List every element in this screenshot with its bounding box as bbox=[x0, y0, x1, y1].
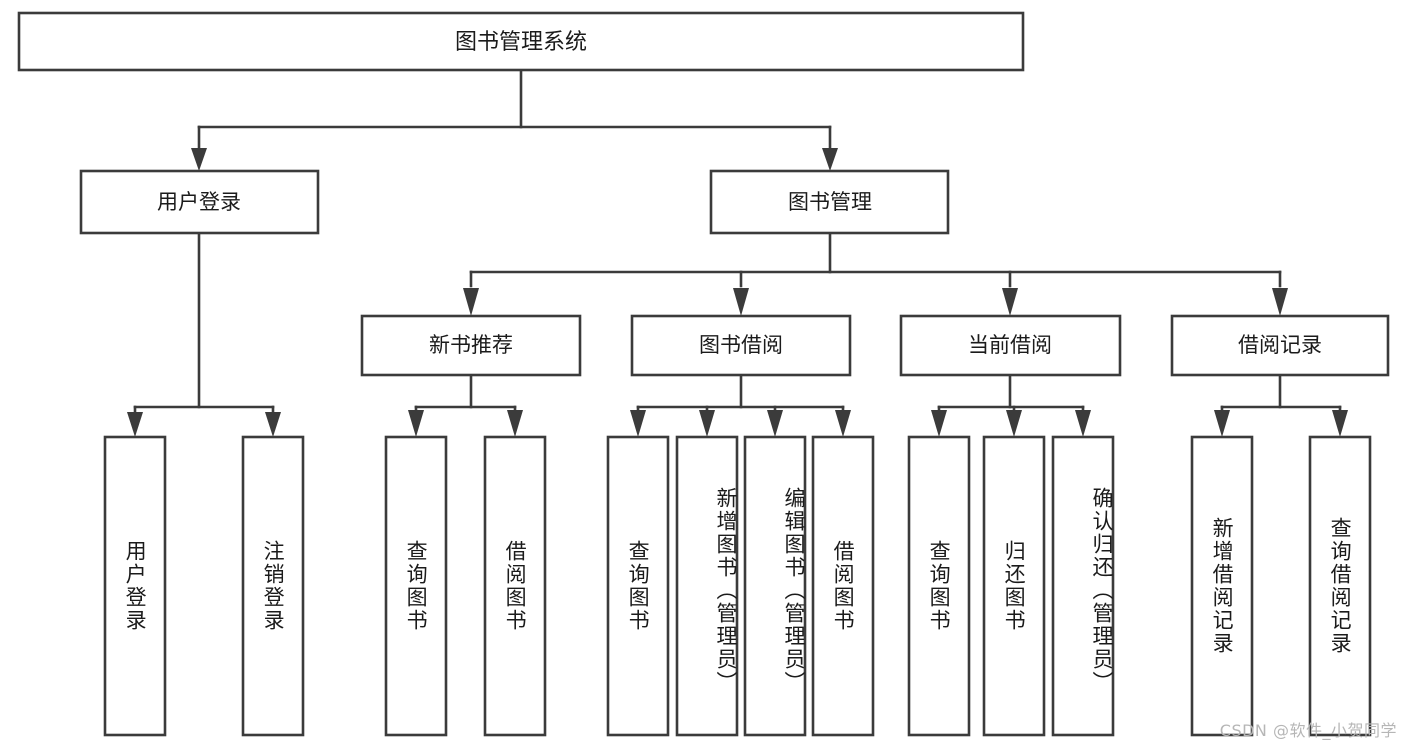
arrow-to-leaf-borrow-book-1 bbox=[507, 410, 523, 437]
node-root[interactable]: 图书管理系统 bbox=[17, 11, 1025, 72]
arrow-to-book-mgmt bbox=[822, 148, 838, 171]
node-current-borrow-label: 当前借阅 bbox=[968, 333, 1052, 357]
leaf-box-layer bbox=[103, 435, 1372, 737]
arrow-to-leaf-edit-book bbox=[767, 410, 783, 437]
leaf-box-add-record[interactable] bbox=[1190, 435, 1254, 737]
node-new-book[interactable]: 新书推荐 bbox=[360, 314, 582, 377]
leaf-box-add-book[interactable] bbox=[675, 435, 739, 737]
arrow-to-leaf-query-book-1 bbox=[408, 410, 424, 437]
node-root-box[interactable] bbox=[17, 11, 1025, 72]
arrow-to-leaf-borrow-book-2 bbox=[835, 410, 851, 437]
leaf-box-query-book-1[interactable] bbox=[384, 435, 448, 737]
node-borrow-record[interactable]: 借阅记录 bbox=[1170, 314, 1390, 377]
leaf-box-confirm-ret[interactable] bbox=[1051, 435, 1115, 737]
node-book-mgmt-label: 图书管理 bbox=[788, 190, 872, 214]
node-book-borrow-label: 图书借阅 bbox=[699, 333, 783, 357]
node-book-mgmt-box[interactable] bbox=[709, 169, 950, 235]
node-user-login-box[interactable] bbox=[79, 169, 320, 235]
arrow-to-leaf-user-login bbox=[127, 412, 143, 437]
node-book-borrow[interactable]: 图书借阅 bbox=[630, 314, 852, 377]
leaf-box-user-login[interactable] bbox=[103, 435, 167, 737]
arrow-to-leaf-query-record bbox=[1332, 410, 1348, 437]
arrow-to-borrow-record bbox=[1272, 288, 1288, 316]
node-new-book-box[interactable] bbox=[360, 314, 582, 377]
leaf-box-edit-book[interactable] bbox=[743, 435, 807, 737]
arrow-to-leaf-add-book bbox=[699, 410, 715, 437]
leaf-box-logout[interactable] bbox=[241, 435, 305, 737]
csdn-watermark: CSDN @软件_小贺同学 bbox=[1219, 721, 1397, 740]
leaf-box-return-book[interactable] bbox=[982, 435, 1046, 737]
leaf-box-query-book-3[interactable] bbox=[907, 435, 971, 737]
leaf-box-query-record[interactable] bbox=[1308, 435, 1372, 737]
arrow-to-leaf-query-book-2 bbox=[630, 410, 646, 437]
node-borrow-record-label: 借阅记录 bbox=[1238, 333, 1322, 357]
node-layer: 图书管理系统 用户登录 图书管理 新书推荐 图书借阅 bbox=[17, 11, 1390, 737]
leaf-box-borrow-book-1[interactable] bbox=[483, 435, 547, 737]
node-new-book-label: 新书推荐 bbox=[429, 333, 513, 357]
arrow-to-current-borrow bbox=[1002, 288, 1018, 316]
node-user-login-label: 用户登录 bbox=[157, 190, 241, 214]
arrow-to-leaf-logout bbox=[265, 412, 281, 437]
arrow-to-new-book bbox=[463, 288, 479, 316]
node-book-borrow-box[interactable] bbox=[630, 314, 852, 377]
node-user-login[interactable]: 用户登录 bbox=[79, 169, 320, 235]
connector-layer bbox=[127, 68, 1348, 437]
leaf-box-query-book-2[interactable] bbox=[606, 435, 670, 737]
node-root-label: 图书管理系统 bbox=[455, 30, 587, 55]
node-borrow-record-box[interactable] bbox=[1170, 314, 1390, 377]
node-current-borrow[interactable]: 当前借阅 bbox=[899, 314, 1122, 377]
arrow-to-leaf-add-record bbox=[1214, 410, 1230, 437]
node-book-mgmt[interactable]: 图书管理 bbox=[709, 169, 950, 235]
arrow-to-user-login bbox=[191, 148, 207, 171]
node-current-borrow-box[interactable] bbox=[899, 314, 1122, 377]
arrow-to-leaf-query-book-3 bbox=[931, 410, 947, 437]
leaf-box-borrow-book-2[interactable] bbox=[811, 435, 875, 737]
arrow-to-leaf-return-book bbox=[1006, 410, 1022, 437]
arrow-to-leaf-confirm-return bbox=[1075, 410, 1091, 437]
arrow-to-book-borrow bbox=[733, 288, 749, 316]
